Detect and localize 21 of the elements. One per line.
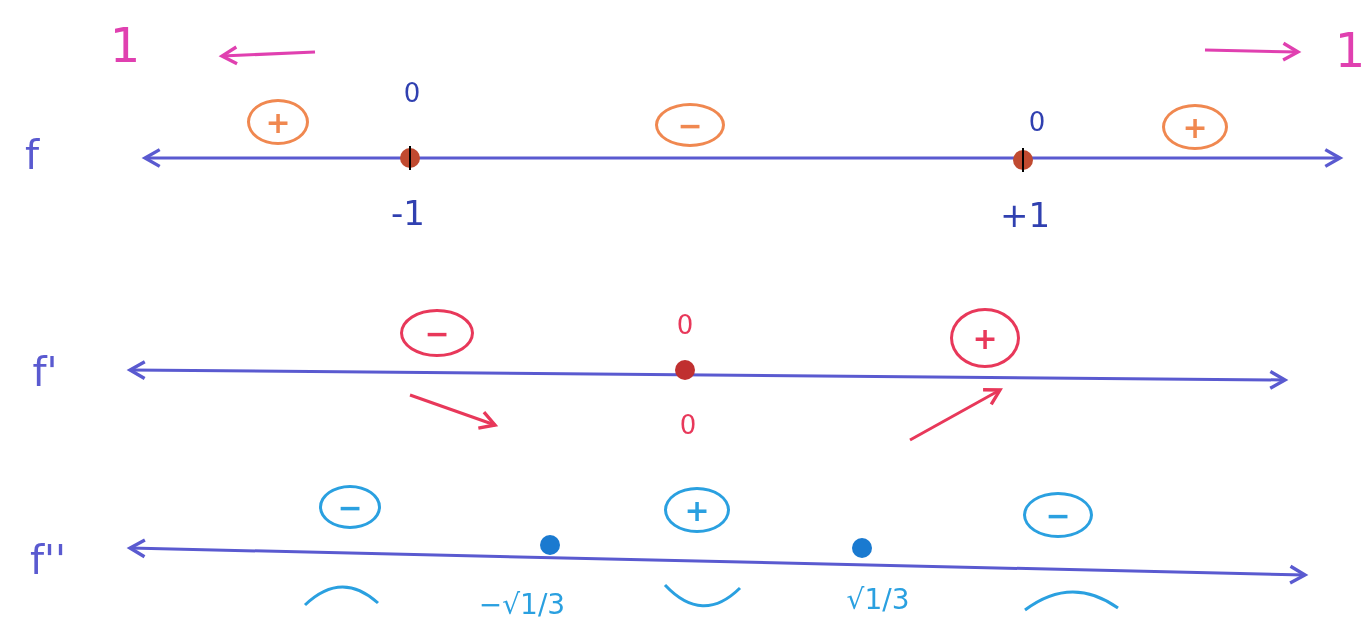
x-value-label: −√1/3 (478, 591, 566, 619)
sign-circle: − (319, 485, 381, 529)
x-value-label: √1/3 (846, 586, 910, 614)
function-label: f (24, 135, 40, 175)
x-value-label: -1 (391, 196, 425, 230)
sign-circle: + (664, 487, 730, 533)
value-label: 1 (1334, 26, 1366, 74)
function-label: f'' (29, 540, 67, 580)
value-label: 0 (676, 312, 694, 338)
sign-circle: + (950, 308, 1020, 368)
x-value-label: +1 (999, 198, 1051, 232)
sign-circle: − (1023, 492, 1093, 538)
value-label: 0 (1028, 109, 1046, 135)
value-label: 0 (679, 412, 697, 438)
value-label: 0 (403, 80, 421, 106)
sign-circle: − (400, 309, 474, 357)
value-label: 1 (109, 21, 141, 69)
sign-circle: + (247, 99, 309, 145)
sign-circle: − (655, 103, 725, 147)
function-label: f' (32, 352, 58, 392)
sign-circle: + (1162, 104, 1228, 150)
